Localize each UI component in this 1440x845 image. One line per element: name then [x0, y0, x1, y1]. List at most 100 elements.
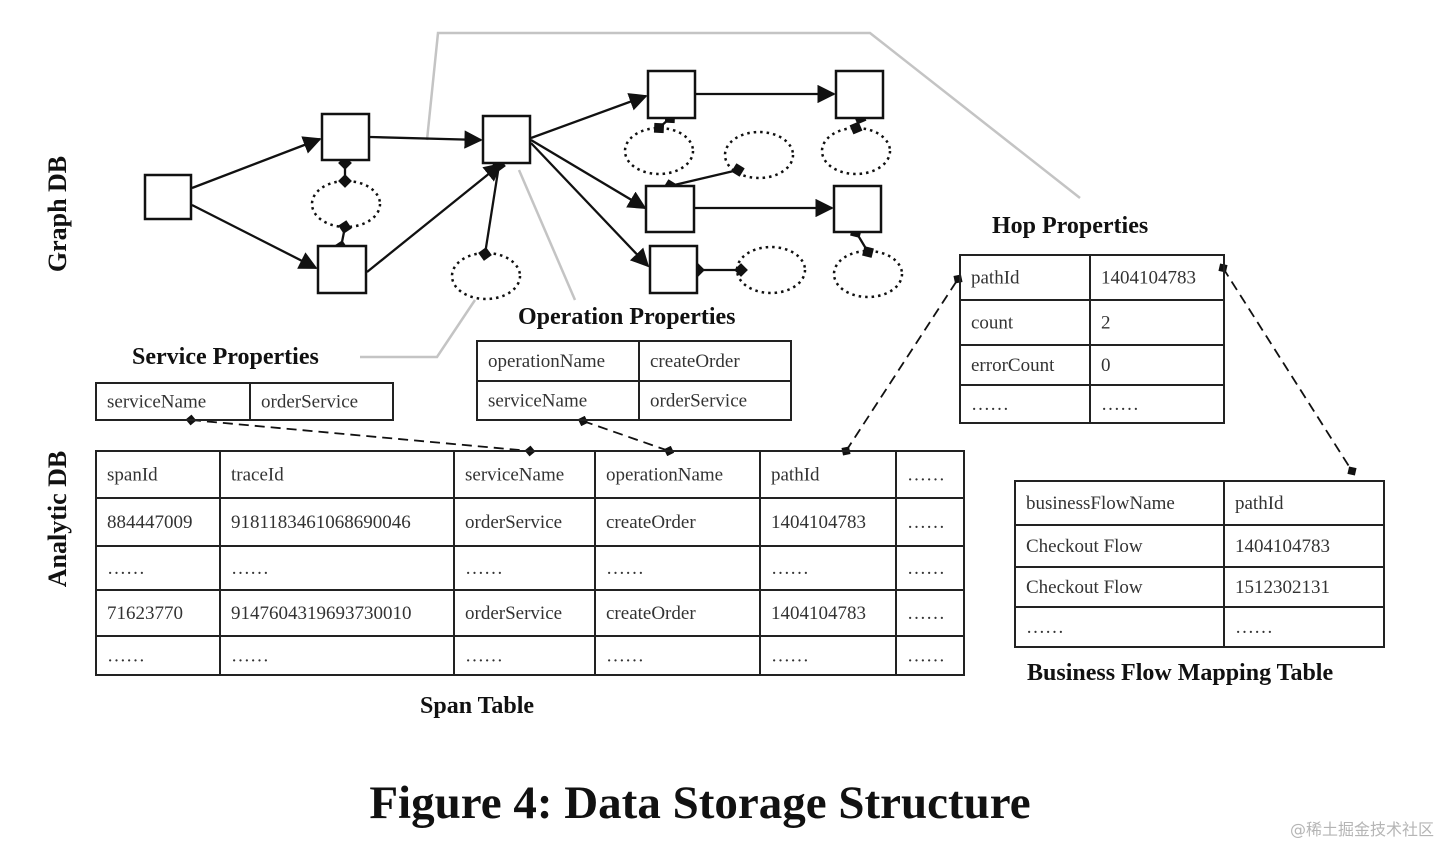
ref-operationname	[577, 415, 675, 457]
callout-hop	[425, 31, 1081, 199]
graph-node	[646, 69, 697, 120]
table-header-cell: serviceName	[465, 465, 564, 486]
table-cell: ……	[1026, 617, 1064, 638]
ref-servicename	[185, 414, 536, 457]
table-cell: errorCount	[971, 355, 1055, 376]
graph-nodes	[143, 69, 885, 295]
ref-hop-businessflow	[1218, 263, 1357, 476]
table-cell: orderService	[261, 392, 358, 413]
watermark: @稀土掘金技术社区	[1290, 820, 1434, 839]
graph-node	[644, 184, 696, 234]
graph-node	[832, 184, 883, 234]
table-cell: 1512302131	[1235, 577, 1330, 598]
ref-pathid-hop	[841, 274, 963, 456]
table-cell: createOrder	[650, 351, 740, 372]
table-cell: ……	[107, 646, 145, 667]
graph-node	[320, 112, 371, 162]
table-cell: serviceName	[107, 392, 206, 413]
table-cell: serviceName	[488, 391, 587, 412]
property-ellipse	[723, 130, 795, 180]
edge	[530, 139, 647, 209]
table-cell: 1404104783	[771, 603, 866, 624]
table-cell: ……	[771, 646, 809, 667]
property-links	[334, 111, 874, 277]
table-cell: 9181183461068690046	[231, 512, 411, 533]
table-header-cell: pathId	[771, 465, 820, 486]
table-cell: ……	[465, 646, 503, 667]
table-cell: 1404104783	[1235, 536, 1330, 557]
table-cell: ……	[971, 394, 1009, 415]
prop-link	[849, 111, 867, 135]
table-cell: orderService	[465, 603, 562, 624]
table-header-cell: ……	[907, 465, 945, 486]
graph-edges	[191, 84, 836, 273]
table-cell: ……	[907, 603, 945, 624]
table-cell: 1404104783	[1101, 268, 1196, 289]
edge	[530, 142, 650, 268]
table-cell: ……	[907, 646, 945, 667]
table-cell: ……	[231, 558, 269, 579]
property-ellipse	[310, 179, 382, 229]
table-cell: pathId	[971, 268, 1020, 289]
edge	[191, 136, 322, 190]
property-ellipses	[310, 126, 904, 301]
table-cell: Checkout Flow	[1026, 536, 1143, 557]
prop-link	[478, 158, 506, 261]
graph-node	[834, 69, 885, 120]
property-ellipse	[832, 249, 904, 299]
operation-properties-table: operationName createOrder serviceName order…	[476, 340, 792, 421]
graph-node	[316, 244, 368, 295]
property-ellipse	[820, 126, 892, 176]
table-border	[959, 254, 1225, 424]
table-cell: orderService	[465, 512, 562, 533]
table-cell: ……	[606, 646, 644, 667]
table-cell: ……	[1101, 394, 1139, 415]
table-header-cell: spanId	[107, 465, 158, 486]
table-cell: ……	[465, 558, 503, 579]
figure-caption: Figure 4: Data Storage Structure	[369, 777, 1030, 829]
hop-properties-title: Hop Properties	[992, 213, 1148, 239]
table-border	[95, 382, 394, 421]
property-ellipse	[735, 245, 807, 295]
edge	[366, 162, 503, 273]
table-cell: orderService	[650, 391, 747, 412]
span-table-title: Span Table	[420, 693, 534, 719]
graph-node	[481, 114, 532, 165]
table-cell: createOrder	[606, 603, 696, 624]
table-header-cell: operationName	[606, 465, 723, 486]
graph-db-label: Graph DB	[43, 156, 72, 272]
table-cell: ……	[231, 646, 269, 667]
graph-node	[143, 173, 193, 221]
service-properties-title: Service Properties	[132, 344, 319, 370]
edge	[191, 203, 318, 270]
property-ellipse	[623, 126, 695, 176]
table-cell: 9147604319693730010	[231, 603, 412, 624]
prop-link	[653, 112, 676, 134]
analytic-db-label: Analytic DB	[43, 451, 72, 588]
table-cell: ……	[107, 558, 145, 579]
edge	[530, 93, 648, 140]
reference-links	[185, 263, 1357, 476]
callout-operation	[517, 169, 577, 301]
callout-lines	[360, 31, 1081, 359]
table-header-cell: pathId	[1235, 493, 1284, 514]
table-border	[95, 450, 965, 676]
table-header-cell: traceId	[231, 465, 284, 486]
table-header-cell: businessFlowName	[1026, 493, 1175, 514]
table-cell: operationName	[488, 351, 605, 372]
table-cell: count	[971, 313, 1014, 334]
operation-properties-title: Operation Properties	[518, 304, 736, 330]
callout-service	[360, 299, 477, 359]
table-cell: 884447009	[107, 512, 193, 533]
prop-link	[334, 220, 352, 254]
property-ellipse	[450, 251, 522, 301]
business-flow-table-title: Business Flow Mapping Table	[1027, 660, 1333, 686]
table-cell: ……	[771, 558, 809, 579]
table-cell: 71623770	[107, 603, 183, 624]
service-properties-table: serviceName orderService	[95, 382, 394, 421]
table-cell: ……	[907, 558, 945, 579]
table-cell: Checkout Flow	[1026, 577, 1143, 598]
